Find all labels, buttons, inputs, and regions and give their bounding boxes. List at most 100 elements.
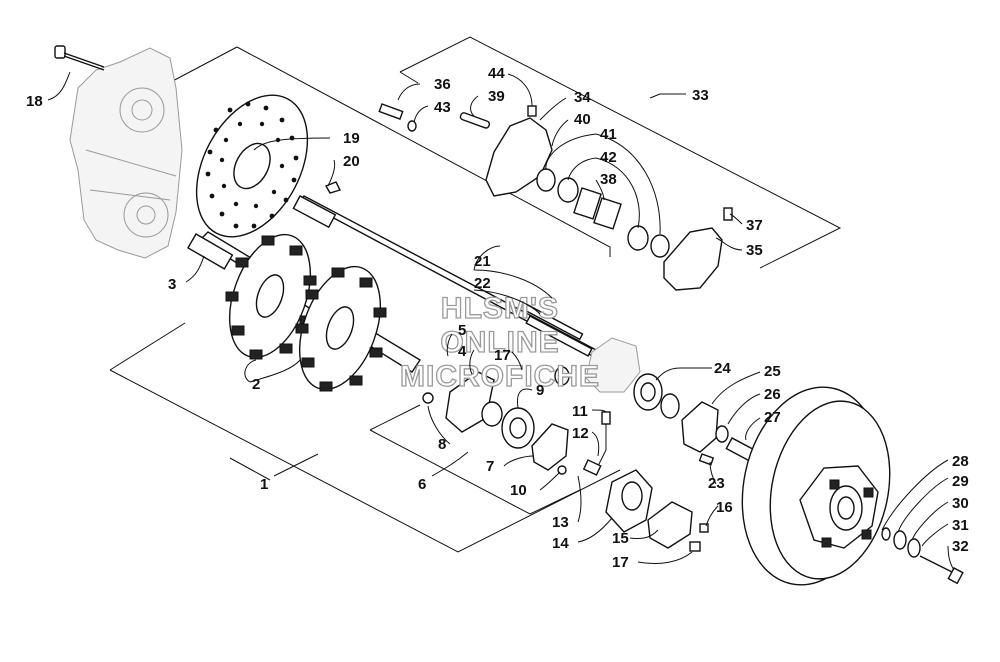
callout-2: 2 xyxy=(252,376,260,393)
callout-6: 6 xyxy=(418,476,426,493)
callout-25: 25 xyxy=(764,363,781,380)
callout-41: 41 xyxy=(600,126,617,143)
callout-8: 8 xyxy=(438,436,446,453)
caliper-half-35 xyxy=(663,227,723,291)
callout-18: 18 xyxy=(26,93,43,110)
callout-4: 4 xyxy=(458,343,467,360)
frame-group-33 xyxy=(399,36,842,269)
callout-5: 5 xyxy=(458,322,466,339)
watermark-line-2: ONLINE xyxy=(440,326,559,359)
frame-group-6 xyxy=(369,429,581,515)
driven-pulley-28 xyxy=(741,386,891,586)
sensor-and-cover xyxy=(582,411,709,552)
brake-pad-38b xyxy=(593,197,622,230)
washer-43 xyxy=(407,120,417,132)
frame-group-1-bottom xyxy=(109,369,621,553)
sensor-11 xyxy=(601,411,611,425)
group-frames xyxy=(109,36,842,553)
key-20 xyxy=(324,181,341,194)
washer-26 xyxy=(715,425,729,443)
callout-12: 12 xyxy=(572,425,589,442)
callout-39: 39 xyxy=(488,88,505,105)
flange-plate-7 xyxy=(531,423,569,471)
hardware-29-32 xyxy=(881,527,964,585)
brake-disc-19 xyxy=(195,94,309,238)
piston-42b xyxy=(627,225,649,251)
callout-16: 16 xyxy=(716,499,733,516)
callout-11: 11 xyxy=(572,403,588,420)
callout-27: 27 xyxy=(764,409,781,426)
callout-37: 37 xyxy=(746,217,763,234)
callout-17-upper: 17 xyxy=(494,347,511,364)
callout-44: 44 xyxy=(488,65,505,82)
bolt-23 xyxy=(698,453,715,466)
bolt-36 xyxy=(378,103,404,120)
watermark-line-1: HLSM'S xyxy=(441,292,559,325)
callout-13: 13 xyxy=(552,514,569,531)
callout-24: 24 xyxy=(714,360,731,377)
seal-41b xyxy=(650,234,670,258)
callout-21: 21 xyxy=(474,253,491,270)
callout-34: 34 xyxy=(574,89,591,106)
bleeder-37 xyxy=(723,207,733,221)
callout-29: 29 xyxy=(952,473,969,490)
brake-pad-38a xyxy=(573,187,602,220)
callout-1: 1 xyxy=(260,476,268,493)
callout-26: 26 xyxy=(764,386,781,403)
callout-7: 7 xyxy=(486,458,494,475)
flange-25 xyxy=(681,401,719,453)
callout-20: 20 xyxy=(343,153,360,170)
callout-labels: 18 19 20 3 2 1 36 43 44 39 34 40 33 41 4… xyxy=(26,65,969,571)
frame-group-1-left xyxy=(109,322,186,371)
frame-group-6-left xyxy=(369,404,421,431)
callout-30: 30 xyxy=(952,495,969,512)
right-bearing-set-24 xyxy=(554,337,760,466)
callout-23: 23 xyxy=(708,475,725,492)
bearing-group-6 xyxy=(422,371,569,475)
frame-group-33-left xyxy=(399,71,419,84)
screw-16 xyxy=(699,523,709,533)
callout-36: 36 xyxy=(434,76,451,93)
callout-22: 22 xyxy=(474,275,491,292)
callout-35: 35 xyxy=(746,242,763,259)
seal-41 xyxy=(536,168,556,192)
callout-32: 32 xyxy=(952,538,969,555)
callout-31: 31 xyxy=(952,517,969,534)
sprocket-2a xyxy=(225,233,317,360)
washer-29 xyxy=(881,527,891,541)
leader-lines xyxy=(47,71,955,571)
callout-42: 42 xyxy=(600,149,617,166)
shaft-parts-21-22 xyxy=(522,303,593,357)
callout-14: 14 xyxy=(552,535,569,552)
watermark-line-3: MICROFICHE xyxy=(400,360,600,393)
callout-33: 33 xyxy=(692,87,709,104)
sprocket-2b xyxy=(295,265,387,392)
bolt-32 xyxy=(919,555,957,575)
callout-9: 9 xyxy=(536,382,544,399)
callout-38: 38 xyxy=(600,171,617,188)
gearcase-housing xyxy=(69,47,183,259)
callout-43: 43 xyxy=(434,99,451,116)
callout-3: 3 xyxy=(168,276,176,293)
pin-39 xyxy=(459,112,491,129)
callout-28: 28 xyxy=(952,453,969,470)
frame-group-1 xyxy=(236,46,611,257)
collar xyxy=(481,401,503,427)
bolt-18 xyxy=(54,45,105,71)
piston-42 xyxy=(557,177,579,203)
screw-17 xyxy=(689,541,701,552)
caliper-assembly-33 xyxy=(378,103,733,291)
callout-19: 19 xyxy=(343,130,360,147)
bolt-8 xyxy=(422,392,434,404)
bleeder-44 xyxy=(527,105,537,117)
callout-15: 15 xyxy=(612,530,629,547)
washer-30 xyxy=(893,530,907,550)
watermark: HLSM'S ONLINE MICROFICHE xyxy=(399,291,600,393)
washer-31 xyxy=(907,538,921,558)
callout-17-lower: 17 xyxy=(612,554,629,571)
cap-15 xyxy=(647,501,693,549)
connector-12 xyxy=(582,459,602,476)
callout-40: 40 xyxy=(574,111,591,128)
